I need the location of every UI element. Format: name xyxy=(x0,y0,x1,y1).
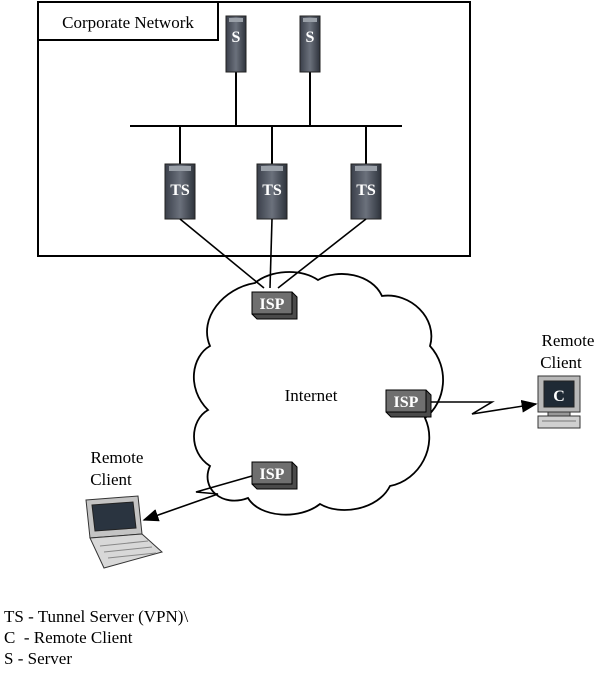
remote-laptop-client: Remote Client xyxy=(85,448,164,569)
remote-client-label-line2: Client xyxy=(90,470,132,489)
isp-label: ISP xyxy=(260,466,285,483)
tunnel-server-drive-bay xyxy=(261,166,283,171)
server-icon xyxy=(225,15,247,73)
desktop-screen-label: C xyxy=(553,388,565,405)
tunnel-server-drive-bay xyxy=(355,166,377,171)
tunnel-links xyxy=(179,218,367,289)
server-drive-bay xyxy=(303,18,317,22)
lan-bus xyxy=(130,72,402,164)
legend-item-s: S - Server xyxy=(4,649,72,668)
remote-client-label-line1: Remote xyxy=(91,448,144,467)
server-label: S xyxy=(306,29,315,46)
remote-client-label-line1: Remote xyxy=(542,331,595,350)
isp-box xyxy=(251,291,293,315)
legend-item-ts: TS - Tunnel Server (VPN)\ xyxy=(4,607,189,626)
tunnel-server-label: TS xyxy=(262,182,282,199)
isp-label: ISP xyxy=(260,296,285,313)
legend: TS - Tunnel Server (VPN)\ C - Remote Cli… xyxy=(4,606,188,669)
isp-box xyxy=(385,389,427,413)
isp-label: ISP xyxy=(394,394,419,411)
server-2: S xyxy=(299,15,321,73)
internet-cloud xyxy=(193,271,444,516)
server-icon xyxy=(299,15,321,73)
isp-box xyxy=(251,461,293,485)
server-drive-bay xyxy=(229,18,243,22)
corporate-network-title-box xyxy=(37,1,219,41)
internet-label: Internet xyxy=(285,386,338,405)
legend-item-c: C - Remote Client xyxy=(4,628,133,647)
tunnel-server-2: TS xyxy=(256,163,288,220)
corporate-network-box xyxy=(37,1,471,257)
server-label: S xyxy=(232,29,241,46)
tunnel-server-drive-bay xyxy=(169,166,191,171)
desktop-computer-icon: C xyxy=(537,375,581,429)
tunnel-server-3: TS xyxy=(350,163,382,220)
laptop-icon xyxy=(85,495,164,569)
remote-desktop-client: Remote Client C xyxy=(537,331,595,429)
tunnel-server-label: TS xyxy=(170,182,190,199)
isp-right: ISP xyxy=(385,389,432,418)
server-1: S xyxy=(225,15,247,73)
link-isp-to-laptop xyxy=(142,475,253,522)
tunnel-server-1: TS xyxy=(164,163,196,220)
isp-bottom: ISP xyxy=(251,461,298,490)
link-isp-to-desktop xyxy=(431,399,538,415)
remote-client-label-line2: Client xyxy=(540,353,582,372)
isp-top: ISP xyxy=(251,291,298,320)
corporate-network-title: Corporate Network xyxy=(62,13,194,32)
tunnel-server-label: TS xyxy=(356,182,376,199)
